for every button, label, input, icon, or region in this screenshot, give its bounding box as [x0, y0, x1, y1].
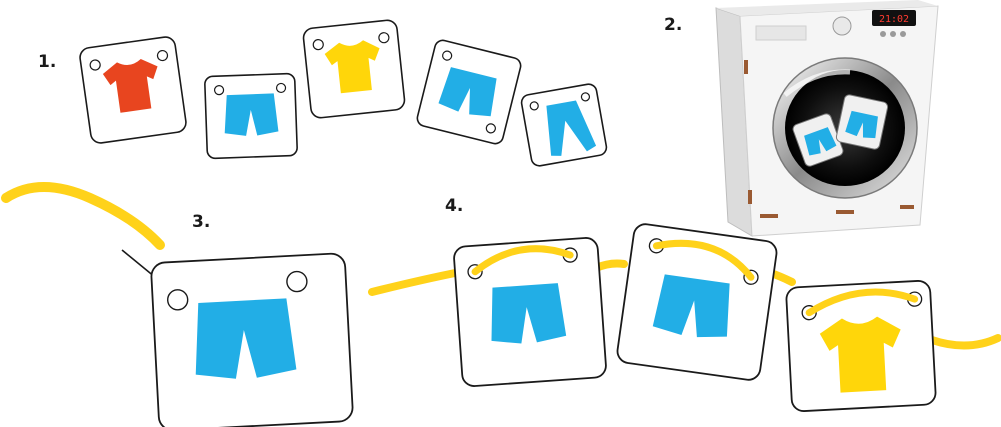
blue-shorts-card	[204, 72, 298, 160]
yellow-string-icon	[368, 259, 1001, 350]
yellow-string-icon	[1, 182, 165, 250]
yellow-tshirt-card	[302, 19, 406, 119]
blue-shorts-card-large	[150, 252, 354, 427]
blue-trousers-card	[520, 83, 608, 167]
blue-shorts-laced-card	[616, 223, 778, 381]
step-2-label: 2.	[664, 15, 682, 35]
yellow-tshirt-laced-card	[785, 280, 937, 412]
washing-machine-icon: 21:02	[715, 0, 939, 237]
step-1-label: 1.	[38, 52, 56, 72]
blue-trousers-icon	[546, 100, 597, 156]
step-3-label: 3.	[192, 212, 210, 232]
step-4-label: 4.	[445, 196, 463, 216]
blue-shorts-tilted-card	[416, 39, 522, 145]
blue-shorts-laced-card	[453, 237, 607, 387]
machine-display: 21:02	[879, 14, 909, 25]
red-tshirt-card	[79, 36, 187, 144]
